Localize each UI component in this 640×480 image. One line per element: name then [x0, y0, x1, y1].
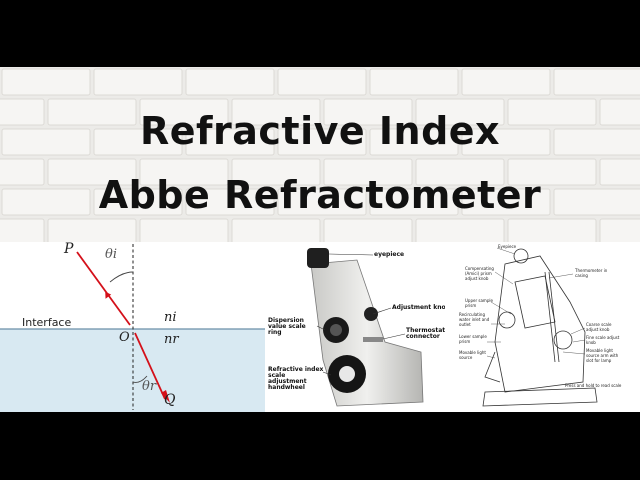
- eyepiece-shape: [307, 248, 329, 268]
- drawing-thermometer-label: Thermometer in casing: [575, 268, 608, 278]
- snell-diagram: [0, 244, 265, 412]
- angle-arc-incident: [109, 271, 134, 283]
- brick: [139, 158, 229, 186]
- brick: [553, 128, 640, 156]
- refractometer-photo: [307, 248, 424, 407]
- index-refracted-label: nr: [164, 332, 179, 347]
- brick: [461, 68, 551, 96]
- point-o-label: O: [119, 330, 130, 345]
- brick: [277, 68, 367, 96]
- adjustment-knob-shape: [364, 307, 378, 321]
- point-p-label: P: [64, 241, 74, 257]
- refractometer-photo-panel: eyepiece Adjustment knob Dispersion valu…: [265, 242, 450, 412]
- adjustment-knob-label: Adjustment knob: [392, 304, 450, 311]
- eyepiece-label: eyepiece: [374, 251, 405, 258]
- drawing-upper-prism-label: Upper sample prism: [465, 298, 493, 308]
- title-line-1: Refractive Index: [139, 109, 501, 153]
- drawing-lower-prism-label: Lower sample prism: [459, 334, 487, 344]
- brick: [1, 128, 91, 156]
- interface-label: Interface: [22, 316, 72, 329]
- dispersion-ring-label: Dispersion value scale ring: [268, 317, 306, 336]
- brick: [1, 188, 91, 216]
- brick: [323, 218, 413, 242]
- incident-ray: [76, 251, 131, 326]
- drawing-compensating-label: Compensating (Amici) prism adjust knob: [465, 266, 494, 281]
- refractometer-drawing: [482, 247, 598, 407]
- brick: [0, 98, 45, 126]
- brick: [277, 128, 367, 156]
- refractometer-drawing-panel: Eyepiece Compensating (Amici) prism adju…: [445, 242, 640, 412]
- handwheel-label: Refractive index scale adjustment handwh…: [268, 366, 324, 391]
- brick: [47, 98, 137, 126]
- brick: [369, 128, 459, 156]
- video-frame: Refractive Index Abbe Refractometer P θi…: [0, 67, 640, 412]
- brick: [231, 98, 321, 126]
- brick-wall-background: Refractive Index Abbe Refractometer: [0, 67, 640, 242]
- brick: [507, 158, 597, 186]
- brick: [47, 218, 137, 242]
- brick: [369, 188, 459, 216]
- drawing-coarse-label: Coarse scale adjust knob: [586, 322, 612, 332]
- point-q-label: Q: [164, 392, 176, 408]
- bottom-letterbox: [0, 412, 640, 480]
- brick: [47, 158, 137, 186]
- brick: [507, 98, 597, 126]
- angle-refracted-label: θr: [142, 379, 157, 394]
- incident-arrow: [105, 291, 112, 299]
- brick: [231, 218, 321, 242]
- refracted-ray: [134, 332, 166, 400]
- drawing-recirculating-label: Recirculating water inlet and outlet: [459, 312, 490, 327]
- brick: [415, 98, 505, 126]
- brick: [231, 158, 321, 186]
- brick: [0, 218, 45, 242]
- brick: [139, 218, 229, 242]
- index-incident-label: ni: [164, 310, 177, 325]
- brick: [93, 128, 183, 156]
- refracted-arrow: [161, 390, 170, 403]
- brick: [185, 68, 275, 96]
- drawing-scale-knob: [553, 330, 573, 350]
- drawing-fine-label: Fine scale adjust knob: [586, 335, 620, 345]
- brick: [599, 98, 640, 126]
- brick: [415, 218, 505, 242]
- brick: [461, 188, 551, 216]
- brick: [0, 158, 45, 186]
- thermostat-label: Thermostat connector: [406, 327, 446, 340]
- brick: [93, 188, 183, 216]
- drawing-thermometer: [544, 271, 556, 363]
- brick: [599, 218, 640, 242]
- drawing-prism-housing: [514, 275, 556, 329]
- drawing-press-button-label: Press and hold to read scale: [565, 383, 622, 388]
- brick: [507, 218, 597, 242]
- brick: [1, 68, 91, 96]
- drawing-body: [494, 255, 586, 393]
- brick: [93, 68, 183, 96]
- brick: [323, 158, 413, 186]
- drawing-light-arm-label: Movable light source arm with slot for l…: [586, 348, 619, 363]
- drawing-eyepiece: [513, 248, 529, 264]
- brick: [553, 68, 640, 96]
- brick: [415, 158, 505, 186]
- brick: [277, 188, 367, 216]
- thermostat-connector-shape: [363, 337, 383, 342]
- top-letterbox: [0, 0, 640, 67]
- drawing-eyepiece-label: Eyepiece: [498, 244, 517, 249]
- snell-diagram-panel: P θi Interface O ni nr θr Q: [0, 241, 265, 412]
- brick: [139, 98, 229, 126]
- angle-arc-refracted: [132, 375, 148, 383]
- brick: [369, 68, 459, 96]
- title-line-2: Abbe Refractometer: [98, 173, 542, 217]
- brick: [323, 98, 413, 126]
- drawing-knob: [498, 311, 516, 329]
- drawing-light-source-label: Movable light source: [459, 350, 486, 360]
- brick: [185, 128, 275, 156]
- brick: [185, 188, 275, 216]
- drawing-base: [482, 387, 598, 407]
- brick-pattern: [0, 68, 640, 242]
- angle-incident-label: θi: [105, 247, 117, 262]
- brick: [553, 188, 640, 216]
- brick: [599, 158, 640, 186]
- drawing-light-arm: [484, 351, 501, 383]
- brick: [461, 128, 551, 156]
